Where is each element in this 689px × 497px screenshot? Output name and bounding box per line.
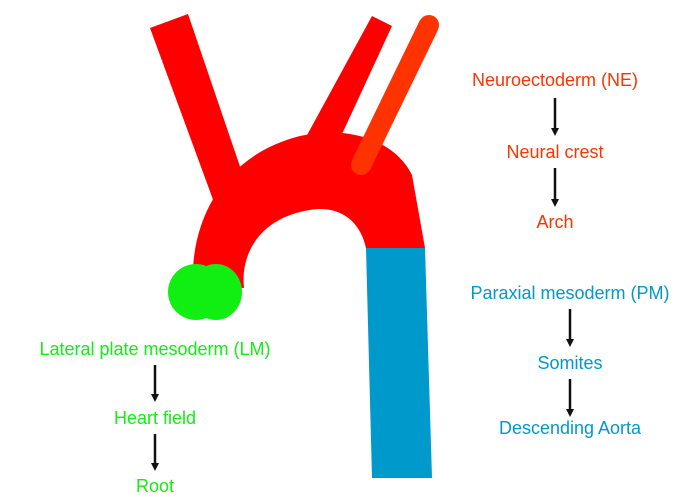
neural-crest-branch-end — [419, 15, 439, 35]
pm-step2-label: Somites — [537, 353, 602, 373]
pm-step3-label: Descending Aorta — [499, 418, 642, 438]
ne-step3-label: Arch — [536, 212, 573, 232]
lm-step2-label: Heart field — [114, 408, 196, 428]
descending-aorta — [366, 248, 432, 478]
aortic-root-right-lobe — [190, 264, 242, 320]
neural-crest-branch-base — [351, 155, 371, 175]
lm-step1-label: Lateral plate mesoderm (LM) — [39, 339, 270, 359]
ne-step2-label: Neural crest — [506, 142, 603, 162]
ne-step1-label: Neuroectoderm (NE) — [472, 70, 638, 90]
pm-step1-label: Paraxial mesoderm (PM) — [470, 283, 669, 303]
lm-step3-label: Root — [136, 476, 174, 496]
